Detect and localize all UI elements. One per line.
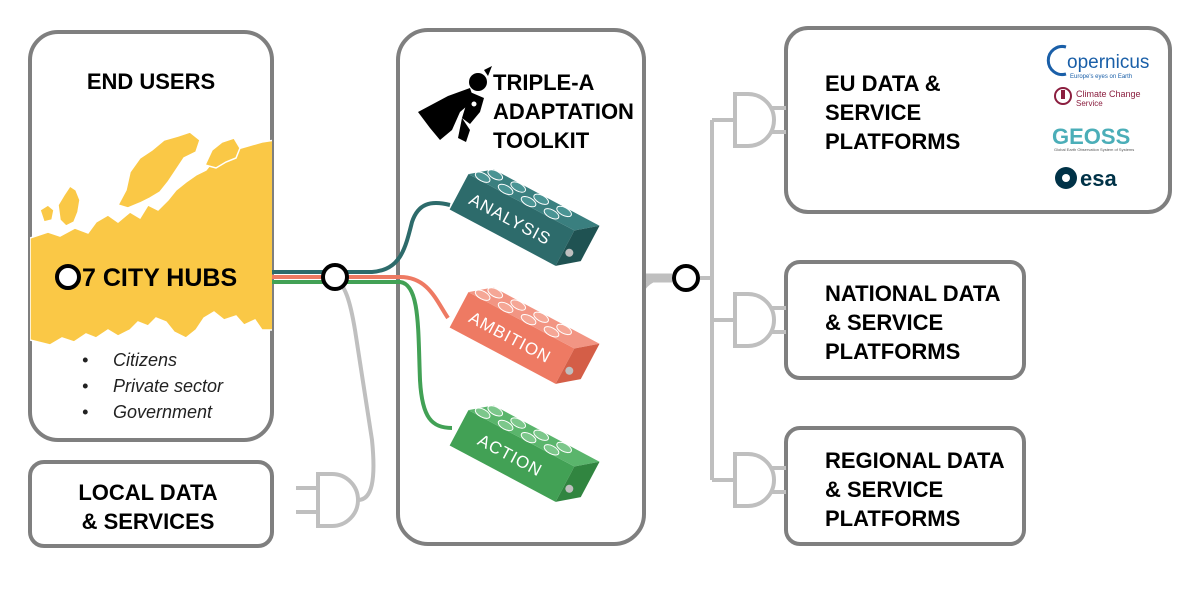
ambition-cable [272, 275, 450, 320]
regional-title-line1: REGIONAL DATA [825, 448, 1005, 473]
eu-platforms-box: EU DATA & SERVICE PLATFORMS opernicus Eu… [784, 26, 1172, 214]
national-title-line1: NATIONAL DATA [825, 281, 1001, 306]
bullet-dot: • [82, 376, 88, 396]
ireland-map [39, 204, 55, 223]
colored-cables [272, 201, 453, 430]
city-hubs-node [55, 264, 81, 290]
national-platforms-box: NATIONAL DATA & SERVICE PLATFORMS [784, 260, 1026, 380]
bullet-dot: • [82, 350, 88, 370]
bullet-dot: • [82, 402, 88, 422]
end-users-title: END USERS [87, 69, 215, 94]
bullet-government: Government [113, 402, 213, 422]
city-hubs-label: 7 CITY HUBS [82, 264, 237, 292]
eu-plug-icon [733, 92, 786, 148]
toolkit-title-line1: TRIPLE-A [493, 70, 595, 95]
regional-platforms-box: REGIONAL DATA & SERVICE PLATFORMS [784, 426, 1026, 546]
svg-text:Climate Change: Climate Change [1076, 89, 1141, 99]
svg-text:Service: Service [1076, 99, 1103, 108]
svg-text:opernicus: opernicus [1067, 52, 1149, 73]
superhero-icon [418, 66, 492, 142]
national-title-line2: & SERVICE [825, 310, 943, 335]
svg-text:esa: esa [1080, 166, 1117, 191]
local-data-title-line2: & SERVICES [82, 509, 215, 534]
national-title-line3: PLATFORMS [825, 339, 960, 364]
brick-analysis: ANALYSIS [449, 169, 600, 266]
analysis-cable [272, 201, 451, 274]
local-data-box: LOCAL DATA & SERVICES [28, 460, 274, 548]
geoss-logo: GEOSS Global Earth Observation System of… [1052, 124, 1134, 152]
esa-logo: esa [1055, 166, 1117, 191]
local-data-title-line1: LOCAL DATA [78, 480, 217, 505]
scandinavia-map [116, 131, 201, 209]
brick-ambition: AMBITION [449, 287, 600, 384]
climate-change-service-logo: Climate Change Service [1054, 87, 1141, 108]
eu-platforms-title-line2: SERVICE [825, 100, 921, 125]
britain-map [57, 184, 81, 227]
national-plug-icon [733, 292, 786, 348]
europe-map [30, 139, 272, 346]
toolkit-box: TRIPLE-A ADAPTATION TOOLKIT [396, 28, 646, 546]
copernicus-logo: opernicus Europe's eyes on Earth [1046, 45, 1149, 80]
svg-text:Global Earth Observation Syste: Global Earth Observation System of Syste… [1054, 147, 1134, 152]
platform-junction-node [672, 264, 700, 292]
svg-text:Europe's eyes on Earth: Europe's eyes on Earth [1070, 74, 1132, 80]
toolkit-title-line2: ADAPTATION [493, 99, 634, 124]
brick-action: ACTION [449, 405, 600, 502]
bullet-private-sector: Private sector [113, 376, 224, 396]
action-cable [272, 280, 453, 430]
regional-plug-icon [733, 452, 786, 508]
svg-text:GEOSS: GEOSS [1052, 124, 1130, 149]
finland-map [203, 137, 241, 169]
local-to-hub-connector [333, 276, 376, 502]
toolkit-title-line3: TOOLKIT [493, 128, 590, 153]
plug-icons [296, 92, 786, 528]
end-users-box: END USERS 7 CITY HUBS • • • Citizens Pri… [28, 30, 274, 442]
regional-title-line3: PLATFORMS [825, 506, 960, 531]
hub-junction-node [321, 263, 349, 291]
local-plug-icon [296, 472, 360, 528]
bullet-citizens: Citizens [113, 350, 177, 370]
regional-title-line2: & SERVICE [825, 477, 943, 502]
eu-platforms-title-line1: EU DATA & [825, 71, 941, 96]
eu-platforms-title-line3: PLATFORMS [825, 129, 960, 154]
